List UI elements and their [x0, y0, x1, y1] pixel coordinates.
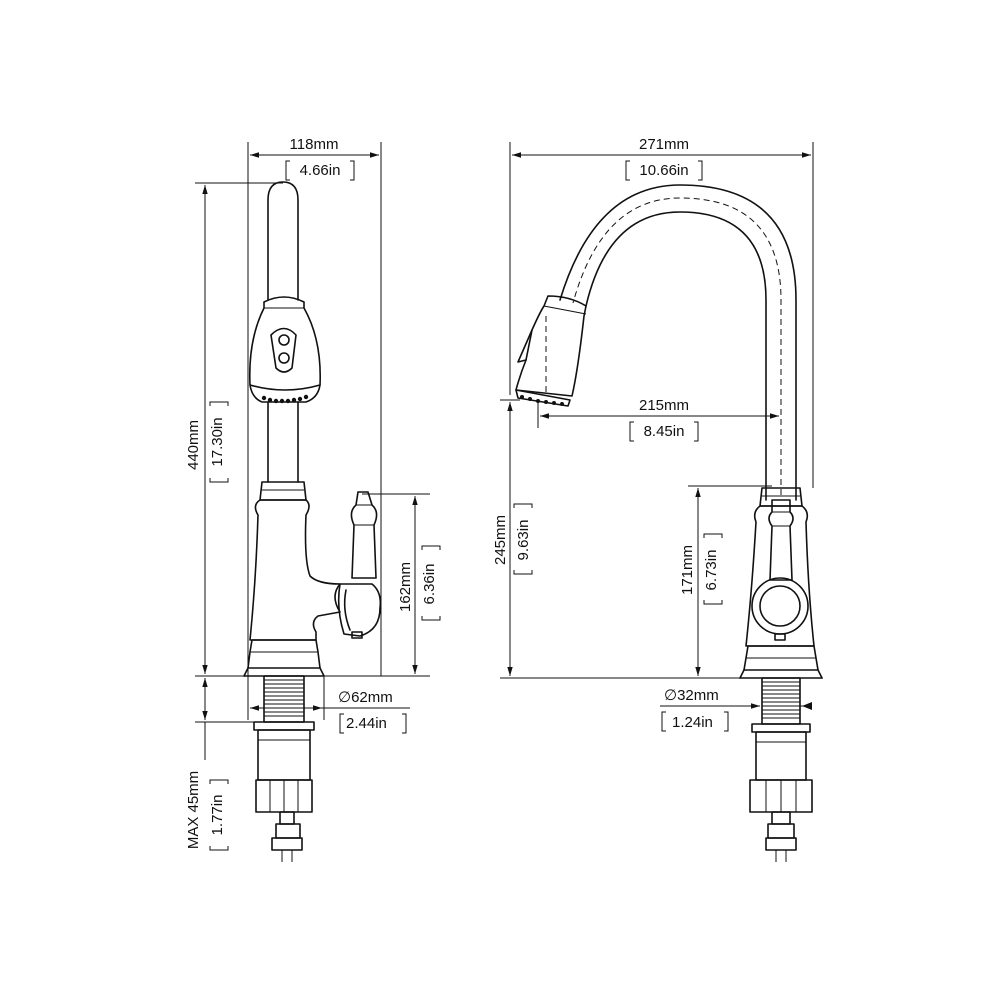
dim-side-handle-height: 162mm 6.36in [324, 493, 441, 677]
dim-side-height: 440mm 17.30in [185, 182, 283, 677]
front-spray-nozzles [520, 395, 564, 406]
front-spout-height-in: 9.63in [515, 520, 532, 561]
side-height-mm: 440mm [185, 420, 202, 470]
side-handle-height-in: 6.36in [421, 564, 438, 605]
dim-front-hole-dia: ∅32mm 1.24in [660, 687, 812, 732]
dim-front-handle-height: 171mm 6.73in [679, 485, 772, 676]
front-width-in: 10.66in [639, 162, 688, 179]
front-diameter-symbol: ∅ [664, 687, 677, 704]
side-width-in: 4.66in [300, 162, 341, 179]
side-view-faucet [243, 181, 382, 862]
front-hole-dia-mm: 32mm [677, 687, 719, 704]
dim-front-reach: 215mm 8.45in [537, 397, 779, 442]
side-max-thickness-in: 1.77in [209, 795, 226, 836]
side-base-dia-in: 2.44in [346, 715, 387, 732]
front-reach-mm: 215mm [639, 397, 689, 414]
front-hole-dia-in: 1.24in [672, 714, 713, 731]
front-handle-height-mm: 171mm [679, 545, 696, 595]
front-handle-height-in: 6.73in [703, 550, 720, 591]
shank-threads [264, 679, 304, 717]
spray-nozzles [261, 394, 309, 404]
side-width-mm: 118mm [290, 136, 339, 153]
svg-text:∅62mm: ∅62mm [338, 689, 393, 706]
dim-side-base-dia: ∅62mm 2.44in [247, 676, 410, 734]
side-max-thickness-mm: MAX 45mm [185, 771, 202, 849]
side-height-in: 17.30in [209, 417, 226, 466]
front-view-faucet [515, 184, 823, 862]
side-handle-height-mm: 162mm [397, 562, 414, 612]
dim-side-width: 118mm 4.66in [247, 136, 382, 676]
front-spout-height-mm: 245mm [492, 515, 509, 565]
dim-front-width: 271mm 10.66in [509, 136, 814, 488]
front-reach-in: 8.45in [644, 423, 685, 440]
dim-front-spout-height: 245mm 9.63in [492, 399, 740, 679]
front-shank-threads [762, 681, 800, 719]
dim-side-max-thickness: MAX 45mm 1.77in [185, 678, 254, 851]
front-width-mm: 271mm [639, 136, 689, 153]
side-base-dia-mm: 62mm [351, 689, 393, 706]
diameter-symbol: ∅ [338, 689, 351, 706]
svg-text:∅32mm: ∅32mm [664, 687, 719, 704]
